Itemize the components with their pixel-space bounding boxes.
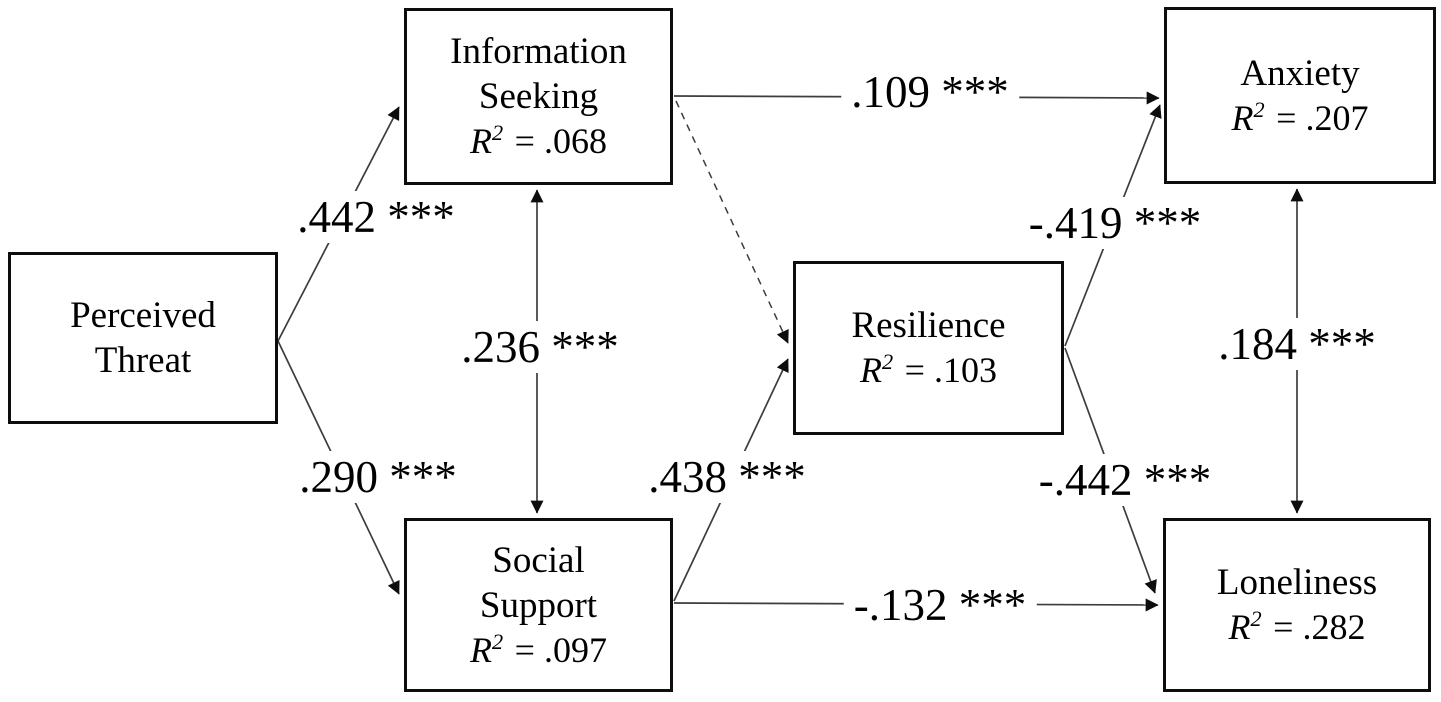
node-anxiety: Anxiety R2= .207 [1164,7,1436,184]
coefficient-label-is-anx: .109 *** [841,66,1019,118]
node-title-line: Threat [94,340,192,381]
coefficient-label-res-lon: -.442 *** [1028,454,1222,506]
coefficient-label-anx-lon: .184 *** [1208,318,1386,370]
r-squared-value: R2= .282 [1228,606,1366,647]
node-title-line: Seeking [478,76,599,117]
node-loneliness: Loneliness R2= .282 [1163,518,1431,692]
coefficient-label-res-anx: -.419 *** [1018,197,1212,249]
coefficient-label-is-ss: .236 *** [451,321,629,373]
node-social-support: Social Support R2= .097 [404,518,673,692]
node-title-line: Perceived [70,295,216,336]
r-squared-value: R2= .068 [470,120,607,161]
coefficient-label-pt-ss: .290 *** [289,451,467,503]
node-title-line: Resilience [851,305,1006,346]
node-perceived-threat: Perceived Threat [8,252,278,424]
node-title-line: Social [492,539,585,581]
node-title-line: Information [450,31,627,72]
r-squared-value: R2= .103 [860,349,997,390]
coefficient-label-ss-res: .438 *** [638,451,816,503]
node-title-line: Anxiety [1240,52,1360,94]
node-title-line: Loneliness [1216,562,1378,603]
node-resilience: Resilience R2= .103 [793,261,1064,435]
node-title-line: Support [479,584,598,626]
coefficient-label-ss-lon: -.132 *** [843,579,1037,631]
r-squared-value: R2= .097 [470,628,607,670]
coefficient-label-pt-is: .442 *** [287,191,465,243]
node-information-seeking: Information Seeking R2= .068 [404,8,673,185]
edge-information-seeking-to-resilience-dashed [675,100,789,344]
r-squared-value: R2= .207 [1231,96,1369,138]
